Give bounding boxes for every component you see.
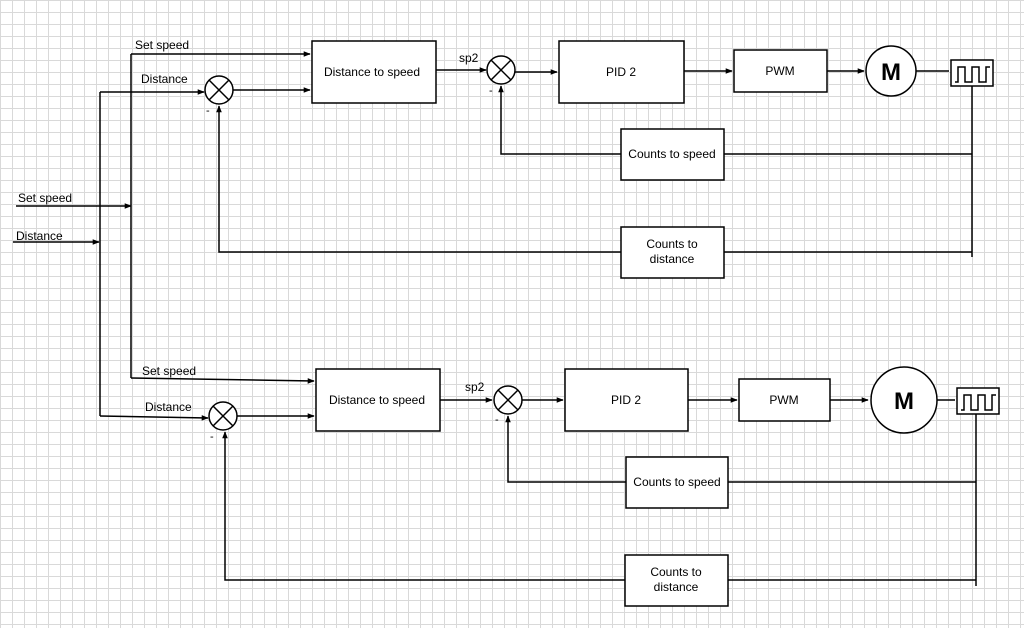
- loop1-motor-letter: M: [881, 59, 901, 86]
- loop2-sp2-label: sp2: [465, 380, 485, 394]
- loop-2: Set speed Distance - Distance to speed s…: [99, 364, 1000, 607]
- loop1-distance-to-speed-text: Distance to speed: [324, 65, 420, 79]
- loop1-pwm-block: [733, 49, 828, 93]
- loop2-pwm-text: PWM: [769, 393, 798, 407]
- loop2-counts-to-distance-line2: distance: [654, 580, 699, 594]
- input-distance-label: Distance: [16, 229, 63, 243]
- loop1-pwm-text: PWM: [765, 64, 794, 78]
- loop1-counts-to-speed-block: [620, 128, 725, 181]
- loop2-set-speed-label: Set speed: [142, 364, 196, 378]
- loop2-encoder-pulse-icon: [956, 387, 1000, 415]
- loop1-distance-label: Distance: [141, 72, 188, 86]
- loop2-set-speed-arrow: [130, 377, 315, 384]
- loop2-pid-text: PID 2: [611, 393, 641, 407]
- loop2-pwm-block: [738, 378, 831, 422]
- loop2-distance-to-speed-text: Distance to speed: [329, 393, 425, 407]
- loop2-summing-junction-2: [493, 385, 523, 415]
- loop1-fb-dist-out-arrow: [216, 105, 621, 253]
- loop2-fb-dist-out-arrow: [222, 431, 625, 581]
- loop1-pid-block: [558, 40, 685, 104]
- loop1-sum1-minus: -: [206, 105, 210, 117]
- loop1-counts-to-distance-line1: Counts to: [646, 237, 698, 251]
- loop1-summing-junction-1: [204, 75, 234, 105]
- global-inputs: Set speed Distance: [13, 54, 132, 416]
- input-set-speed-label: Set speed: [18, 191, 72, 205]
- loop2-counts-to-speed-text: Counts to speed: [633, 475, 720, 489]
- loop1-encoder-pulse-icon: [950, 59, 994, 87]
- loop2-sum1-minus: -: [210, 431, 214, 443]
- loop2-motor-letter: M: [894, 388, 914, 415]
- loop2-distance-to-speed-block: [315, 368, 441, 432]
- loop1-sp2-label: sp2: [459, 51, 479, 65]
- loop2-summing-junction-1: [208, 401, 238, 431]
- loop2-counts-to-distance-line1: Counts to: [650, 565, 702, 579]
- loop1-fb-speed-out-arrow: [498, 85, 621, 155]
- loop2-pid-block: [564, 368, 689, 432]
- loop1-summing-junction-2: [486, 55, 516, 85]
- loop1-sum2-minus: -: [489, 85, 493, 97]
- loop1-counts-to-distance-block: [620, 226, 725, 279]
- loop1-pid-text: PID 2: [606, 65, 636, 79]
- loop2-counts-to-speed-block: [625, 456, 729, 509]
- loop1-counts-to-distance-line2: distance: [650, 252, 695, 266]
- loop1-counts-to-speed-text: Counts to speed: [628, 147, 715, 161]
- loop2-distance-label: Distance: [145, 400, 192, 414]
- loop2-fb-speed-out-arrow: [505, 415, 626, 483]
- loop2-sum2-minus: -: [495, 414, 499, 426]
- loop-1: Set speed Distance - Distance to speed s…: [100, 38, 994, 279]
- loop1-distance-to-speed-block: [311, 40, 437, 104]
- loop2-distance-arrow: [99, 415, 209, 421]
- loop1-set-speed-label: Set speed: [135, 38, 189, 52]
